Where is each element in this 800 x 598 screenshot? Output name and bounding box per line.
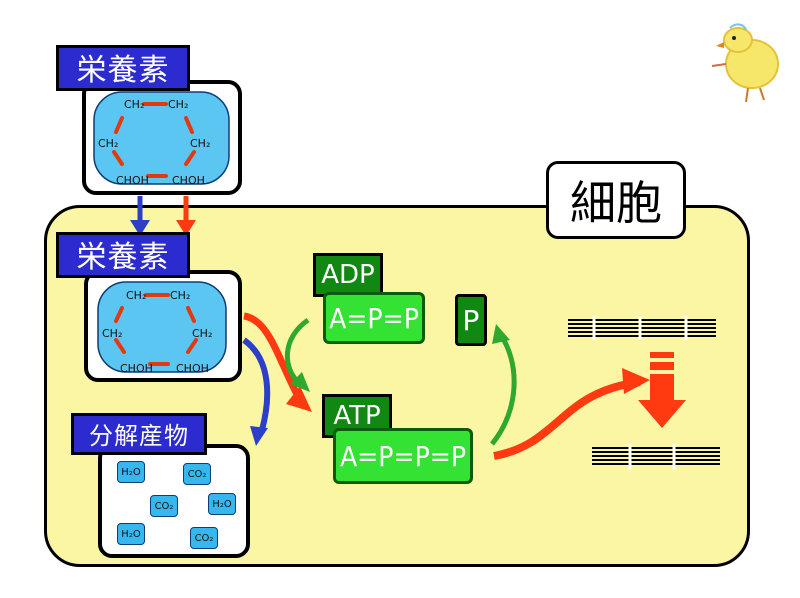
mol-in-bottom-right: CHOH (176, 362, 209, 375)
glucose-ring-outside: CH₂ CH₂ CH₂ CH₂ CHOH CHOH (93, 91, 230, 187)
product-item: H₂O (208, 493, 236, 515)
mol-mid-left: CH₂ (98, 137, 118, 150)
muscle-fiber-contracted (592, 444, 720, 470)
product-item: H₂O (117, 461, 145, 483)
mol-top-right: CH₂ (168, 98, 188, 111)
adp-formula: A=P=P (323, 292, 425, 344)
product-item: H₂O (117, 523, 145, 545)
nutrient-box-outside: CH₂ CH₂ CH₂ CH₂ CHOH CHOH (82, 80, 242, 195)
chick-illustration (711, 23, 779, 103)
products-title: 分解産物 (71, 413, 207, 455)
mol-in-top-left: CH₂ (126, 289, 146, 302)
product-item: CO₂ (150, 495, 178, 517)
mol-mid-right: CH₂ (190, 137, 210, 150)
mol-top-left: CH₂ (124, 98, 144, 111)
mol-bottom-left: CHOH (116, 174, 149, 187)
mol-in-top-right: CH₂ (170, 289, 190, 302)
glucose-ring-inside: CH₂ CH₂ CH₂ CH₂ CHOH CHOH (97, 281, 227, 375)
mol-bottom-right: CHOH (172, 174, 205, 187)
product-item: CO₂ (183, 463, 211, 485)
product-item: CO₂ (190, 527, 218, 549)
adp-label: ADP (313, 253, 383, 297)
atp-formula: A=P=P=P (333, 428, 473, 484)
mol-in-mid-left: CH₂ (102, 327, 122, 340)
phosphate-box: P (455, 294, 487, 346)
nutrient-title-inside: 栄養素 (56, 232, 190, 278)
muscle-fiber-relaxed (568, 316, 716, 340)
cell-label: 細胞 (546, 161, 686, 239)
entry-arrows (130, 196, 196, 236)
mol-in-mid-right: CH₂ (192, 327, 212, 340)
nutrient-title-outside: 栄養素 (56, 45, 190, 91)
mol-in-bottom-left: CHOH (120, 362, 153, 375)
